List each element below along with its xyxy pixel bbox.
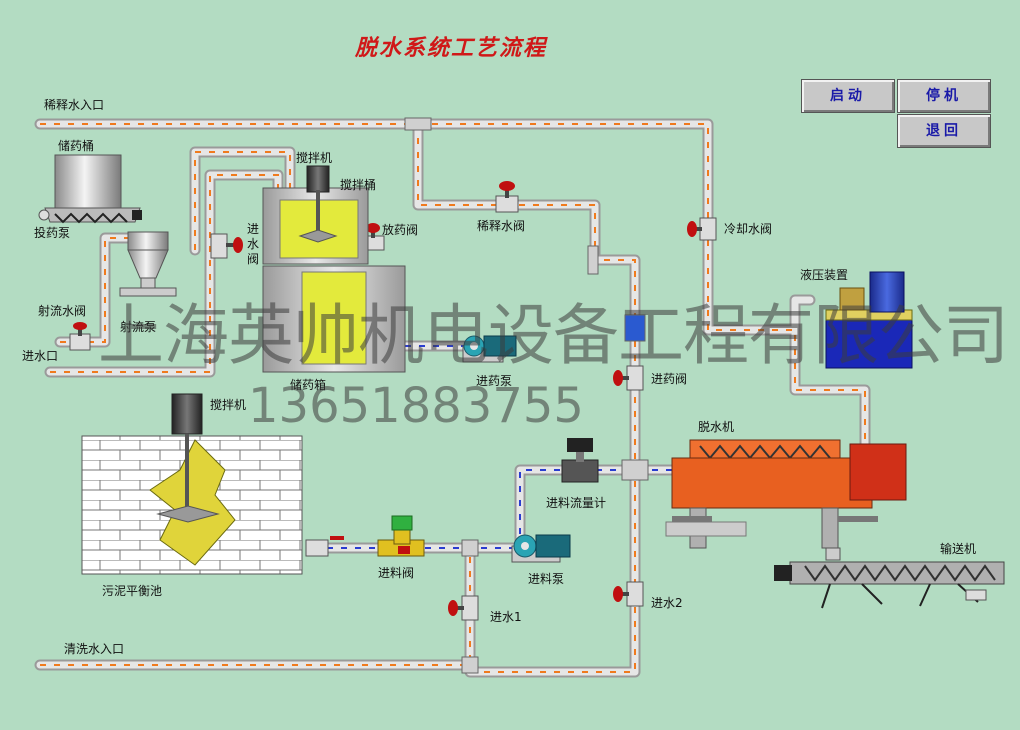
valve-water-in-1[interactable] <box>448 595 479 621</box>
jet-pump-hopper <box>119 231 177 297</box>
label-hydraulic-unit: 液压装置 <box>800 268 849 282</box>
back-button[interactable]: 退回 <box>897 114 991 148</box>
chemical-drum <box>38 154 142 224</box>
sludge-tank <box>81 393 303 575</box>
label-mixing-tank: 搅拌桶 <box>340 178 377 192</box>
label-sludge-tank: 污泥平衡池 <box>102 584 163 598</box>
valve-sludge-outlet[interactable] <box>305 536 344 557</box>
label-feed-pump: 进料泵 <box>528 572 565 586</box>
label-storage-tank: 储药箱 <box>290 378 327 392</box>
watermark-company: 上海英帅机电设备工程有限公司 <box>98 297 1009 374</box>
feed-flow-meter <box>561 438 599 483</box>
label-water-in-1: 进水1 <box>490 610 522 624</box>
mixing-tank <box>262 165 369 265</box>
screw-conveyor <box>774 561 1005 609</box>
label-mixer-bottom: 搅拌机 <box>210 398 247 412</box>
label-conveyor: 输送机 <box>940 542 977 556</box>
label-feed-valve: 进料阀 <box>378 566 415 580</box>
label-flow-meter: 进料流量计 <box>546 496 607 510</box>
chem-feed-pump[interactable] <box>462 335 517 363</box>
start-button[interactable]: 启动 <box>801 79 895 113</box>
diagram-title: 脱水系统工艺流程 <box>355 35 548 61</box>
pipe-tee <box>587 245 599 275</box>
stop-button[interactable]: 停机 <box>897 79 991 113</box>
pipe-cross <box>621 459 649 481</box>
storage-tank <box>262 265 406 373</box>
valve-dilution[interactable] <box>495 181 519 213</box>
label-water-in-2: 进水2 <box>651 596 683 610</box>
valve-water-in-2[interactable] <box>613 581 644 607</box>
label-dewatering-machine: 脱水机 <box>698 420 735 434</box>
pipe-tee <box>461 539 479 557</box>
label-chem-feed-valve: 进药阀 <box>651 372 688 386</box>
pipe-tee <box>404 117 432 131</box>
hydraulic-unit <box>825 271 913 369</box>
feed-pump[interactable] <box>511 534 571 563</box>
label-dilution-valve: 稀释水阀 <box>477 219 526 233</box>
label-wash-inlet: 清洗水入口 <box>64 642 125 656</box>
valve-water-inlet[interactable] <box>210 233 243 259</box>
label-dilution-inlet: 稀释水入口 <box>44 98 105 112</box>
label-water-inlet: 进水口 <box>22 349 59 363</box>
label-cooling-valve: 冷却水阀 <box>724 222 773 236</box>
label-chemical-drum: 储药桶 <box>58 139 95 153</box>
label-mixer-top: 搅拌机 <box>296 151 333 165</box>
label-drain-valve: 放药阀 <box>382 223 419 237</box>
pipe-tee <box>461 656 479 674</box>
valve-cooling[interactable] <box>687 217 717 241</box>
valve-jet-water[interactable] <box>69 322 91 351</box>
label-jet-valve: 射流水阀 <box>38 304 87 318</box>
watermark-phone: 13651883755 <box>248 378 584 434</box>
valve-chem-feed[interactable] <box>613 365 644 391</box>
label-jet-pump: 射流泵 <box>120 320 157 334</box>
label-chem-feed-pump: 进药泵 <box>476 374 513 388</box>
dewatering-machine <box>665 439 907 561</box>
feed-valve[interactable] <box>377 515 425 557</box>
label-water-inlet-valve: 进水阀 <box>246 222 259 266</box>
flow-sensor <box>624 314 646 342</box>
label-dosing-pump: 投药泵 <box>34 226 71 240</box>
